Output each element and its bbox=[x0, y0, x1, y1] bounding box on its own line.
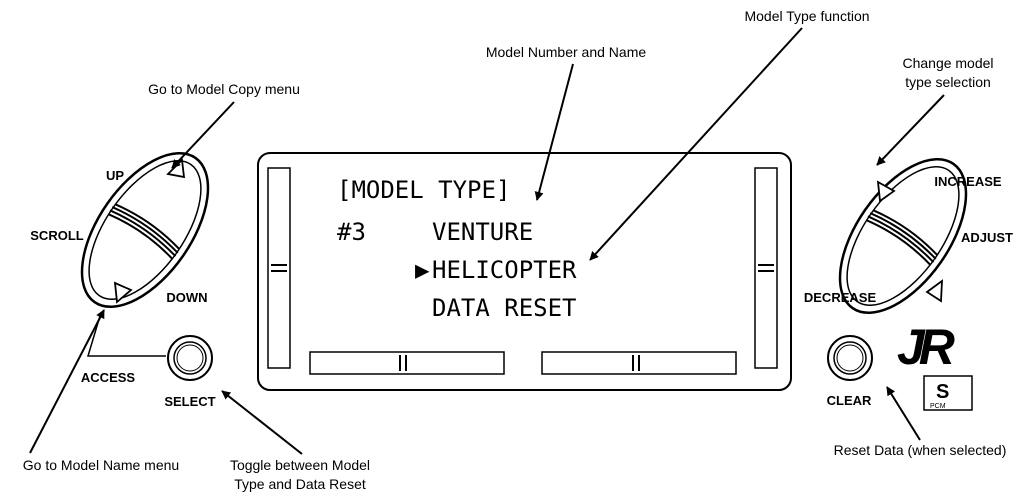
right-horizontal-trim-bar bbox=[541, 351, 737, 375]
change-type-annotation-line2: type selection bbox=[905, 74, 991, 90]
down-label: DOWN bbox=[166, 290, 207, 305]
increase-label: INCREASE bbox=[934, 174, 1002, 189]
toggle-annotation-line1: Toggle between Model bbox=[230, 457, 370, 473]
scroll-down-arrow-icon[interactable] bbox=[113, 281, 133, 304]
jr-logo: JR bbox=[897, 319, 961, 375]
change-type-annotation-line1: Change model bbox=[902, 55, 993, 71]
spcm-badge: S PCM bbox=[923, 375, 973, 411]
lcd-model-number: #3 bbox=[337, 218, 366, 246]
svg-text:PCM: PCM bbox=[930, 403, 946, 410]
toggle-arrow bbox=[221, 390, 303, 455]
lcd-data-reset: DATA RESET bbox=[432, 294, 577, 322]
model-copy-annotation: Go to Model Copy menu bbox=[148, 81, 300, 97]
model-name-arrow bbox=[29, 309, 105, 454]
svg-text:JR: JR bbox=[897, 319, 955, 375]
lcd-cursor-arrow: ▶ bbox=[415, 256, 430, 284]
lcd-model-name: VENTURE bbox=[432, 218, 533, 246]
access-connector-line bbox=[86, 315, 166, 357]
clear-label: CLEAR bbox=[827, 393, 872, 408]
reset-data-arrow bbox=[886, 386, 921, 441]
access-label: ACCESS bbox=[81, 370, 136, 385]
clear-button[interactable] bbox=[827, 335, 873, 381]
up-label: UP bbox=[106, 168, 124, 183]
model-name-menu-annotation: Go to Model Name menu bbox=[23, 457, 179, 473]
toggle-annotation-line2: Type and Data Reset bbox=[234, 476, 366, 492]
scroll-rocker[interactable] bbox=[57, 132, 233, 329]
model-number-arrow bbox=[534, 63, 574, 201]
model-type-function-annotation: Model Type function bbox=[744, 8, 869, 24]
select-label: SELECT bbox=[164, 394, 215, 409]
model-type-arrow bbox=[589, 27, 803, 261]
model-number-name-annotation: Model Number and Name bbox=[486, 44, 647, 60]
left-vertical-trim-bar bbox=[267, 167, 291, 369]
right-vertical-trim-bar bbox=[754, 167, 778, 369]
lcd-selected-type: HELICOPTER bbox=[432, 256, 577, 284]
svg-text:S: S bbox=[936, 381, 949, 403]
decrease-label: DECREASE bbox=[804, 290, 877, 305]
increase-arrow-icon[interactable] bbox=[876, 180, 896, 203]
adjust-label: ADJUST bbox=[961, 230, 1013, 245]
scroll-label: SCROLL bbox=[30, 228, 84, 243]
change-type-arrow bbox=[876, 94, 945, 166]
adjust-rocker[interactable] bbox=[815, 138, 991, 335]
select-button[interactable] bbox=[167, 335, 213, 381]
reset-data-annotation: Reset Data (when selected) bbox=[834, 442, 1007, 458]
lcd-menu-title: [MODEL TYPE] bbox=[337, 176, 510, 204]
model-copy-arrow bbox=[171, 101, 235, 169]
decrease-arrow-icon[interactable] bbox=[925, 279, 943, 303]
left-horizontal-trim-bar bbox=[309, 351, 505, 375]
lcd-screen: [MODEL TYPE] #3 VENTURE ▶ HELICOPTER DAT… bbox=[257, 152, 792, 391]
